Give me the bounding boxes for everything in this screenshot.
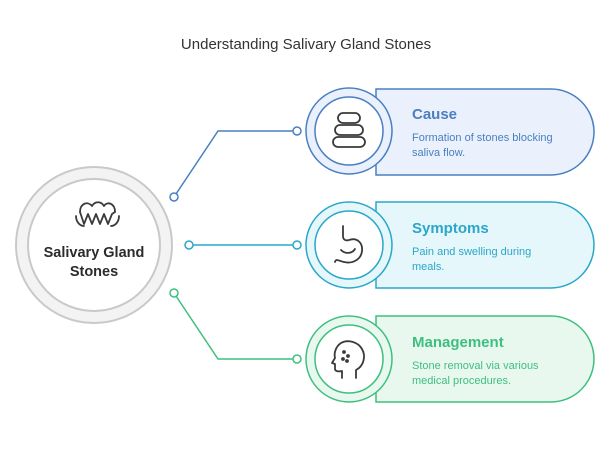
card-cause-description-line1: Formation of stones blocking <box>412 132 553 144</box>
card-management <box>305 315 595 403</box>
connector-management <box>169 288 302 364</box>
center-label: Salivary Gland Stones <box>28 244 160 282</box>
diagram-title: Understanding Salivary Gland Stones <box>180 36 432 53</box>
mouth-teeth-icon <box>75 201 120 227</box>
center-node <box>15 166 173 324</box>
center-label-line1: Salivary Gland <box>43 245 145 261</box>
card-symptoms-description-line2: meals. <box>412 261 445 273</box>
card-cause-description: Formation of stones blocking saliva flow… <box>412 131 562 161</box>
card-management-description-line1: Stone removal via various <box>412 360 539 372</box>
center-label-line2: Stones <box>69 264 119 280</box>
card-cause-description-line2: saliva flow. <box>412 147 466 159</box>
card-cause <box>305 87 595 176</box>
head-profile-icon <box>331 340 365 379</box>
stacked-stones-icon <box>332 112 366 148</box>
card-symptoms-description-line1: Pain and swelling during <box>412 246 532 258</box>
card-management-description-line2: medical procedures. <box>412 375 512 387</box>
card-symptoms-title: Symptoms <box>412 220 489 237</box>
connector-cause <box>169 126 302 202</box>
card-symptoms-description: Pain and swelling during meals. <box>412 245 562 275</box>
card-symptoms <box>305 201 595 289</box>
card-management-title: Management <box>412 334 504 351</box>
card-cause-title: Cause <box>412 106 458 123</box>
connector-symptoms <box>184 240 302 250</box>
card-management-description: Stone removal via various medical proced… <box>412 359 562 389</box>
stomach-icon <box>334 225 363 264</box>
